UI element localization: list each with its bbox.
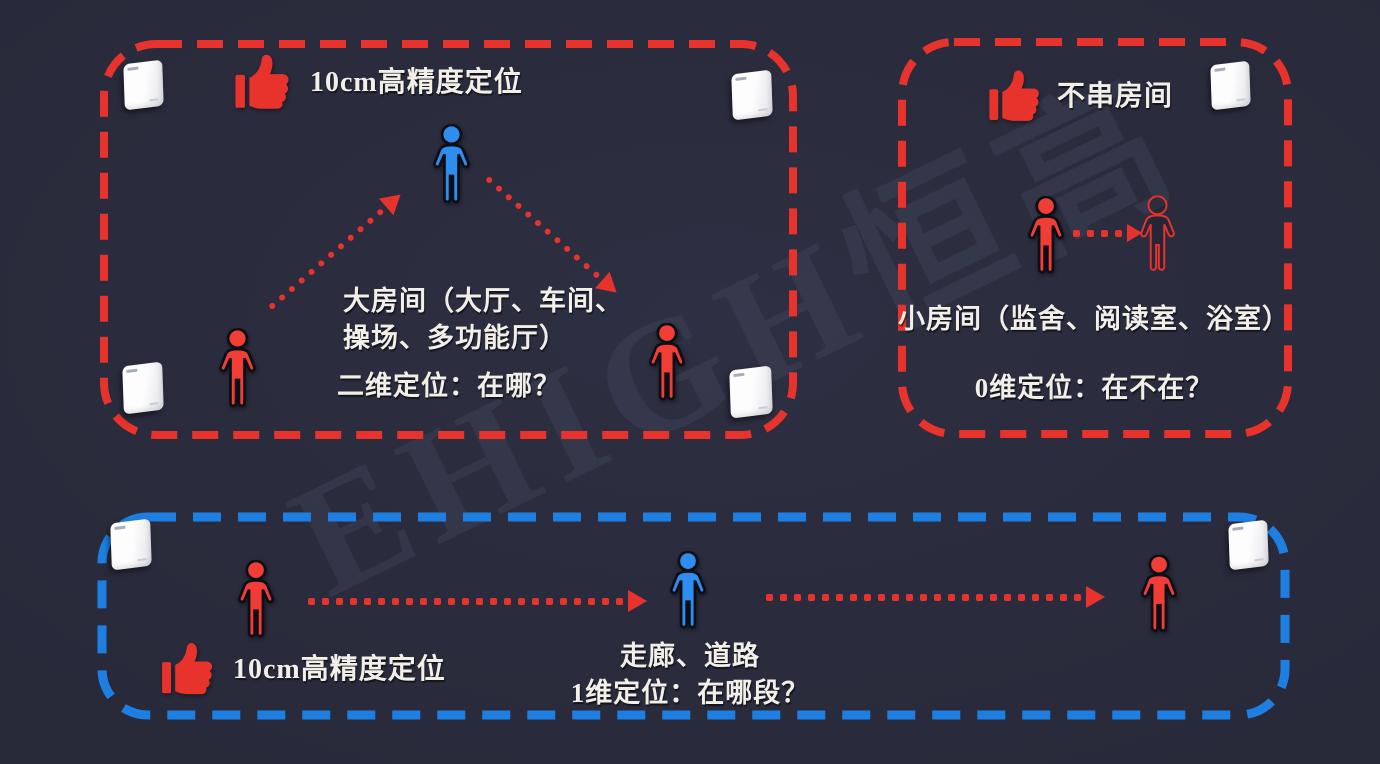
- large-room-description: 大房间（大厅、车间、 操场、多功能厅）: [343, 286, 623, 353]
- arrowhead-icon: [1086, 586, 1105, 608]
- tracked-person-red-icon: [1023, 192, 1069, 280]
- arrowhead-icon: [628, 590, 647, 612]
- uwb-anchor-icon: [1210, 60, 1251, 111]
- uwb-anchor-icon: [123, 59, 164, 111]
- advantage-badge-corridor: 10cm高精度定位: [160, 638, 446, 696]
- large-room-zone-border: [100, 40, 797, 439]
- uwb-anchor-icon: [729, 365, 773, 419]
- dotted-line: [1073, 229, 1122, 237]
- uwb-anchor-icon: [122, 361, 164, 415]
- advantage-label: 10cm高精度定位: [310, 67, 523, 98]
- tracked-person-blue-icon: [428, 121, 475, 209]
- dotted-line: [308, 597, 623, 605]
- ranging-arrow: [1073, 222, 1142, 244]
- small-room-description: 小房间（监舍、阅读室、浴室）: [898, 304, 1290, 334]
- advantage-label: 10cm高精度定位: [233, 654, 446, 685]
- corridor-description: 走廊、道路: [620, 641, 760, 671]
- small-room-zone-border: [898, 38, 1292, 438]
- tracked-person-blue-icon: [665, 547, 711, 635]
- thumbs-up-icon: [160, 638, 218, 696]
- tracked-person-red-icon: [233, 556, 279, 644]
- uwb-anchor-icon: [731, 69, 773, 121]
- corridor-zone-border: [97, 512, 1290, 720]
- uwb-anchor-icon: [1228, 519, 1269, 571]
- small-room-question: 0维定位：在不在？: [974, 373, 1214, 403]
- arrowhead-icon: [1127, 224, 1142, 242]
- advantage-badge-large-room: 10cm高精度定位: [233, 50, 523, 110]
- tracked-person-red-icon: [1136, 552, 1182, 637]
- advantage-badge-small-room: 不串房间: [987, 66, 1173, 122]
- uwb-anchor-icon: [110, 518, 152, 571]
- thumbs-up-icon: [987, 66, 1045, 122]
- tracked-person-red-icon: [214, 324, 261, 414]
- tracked-person-red-icon: [644, 320, 690, 406]
- ranging-arrow: [308, 590, 647, 612]
- advantage-label: 不串房间: [1057, 81, 1174, 112]
- ranging-arrow: [766, 586, 1105, 608]
- corridor-question: 1维定位：在哪段？: [570, 678, 810, 708]
- thumbs-up-icon: [233, 50, 295, 110]
- large-room-question: 二维定位：在哪？: [337, 371, 561, 401]
- dotted-line: [766, 593, 1081, 601]
